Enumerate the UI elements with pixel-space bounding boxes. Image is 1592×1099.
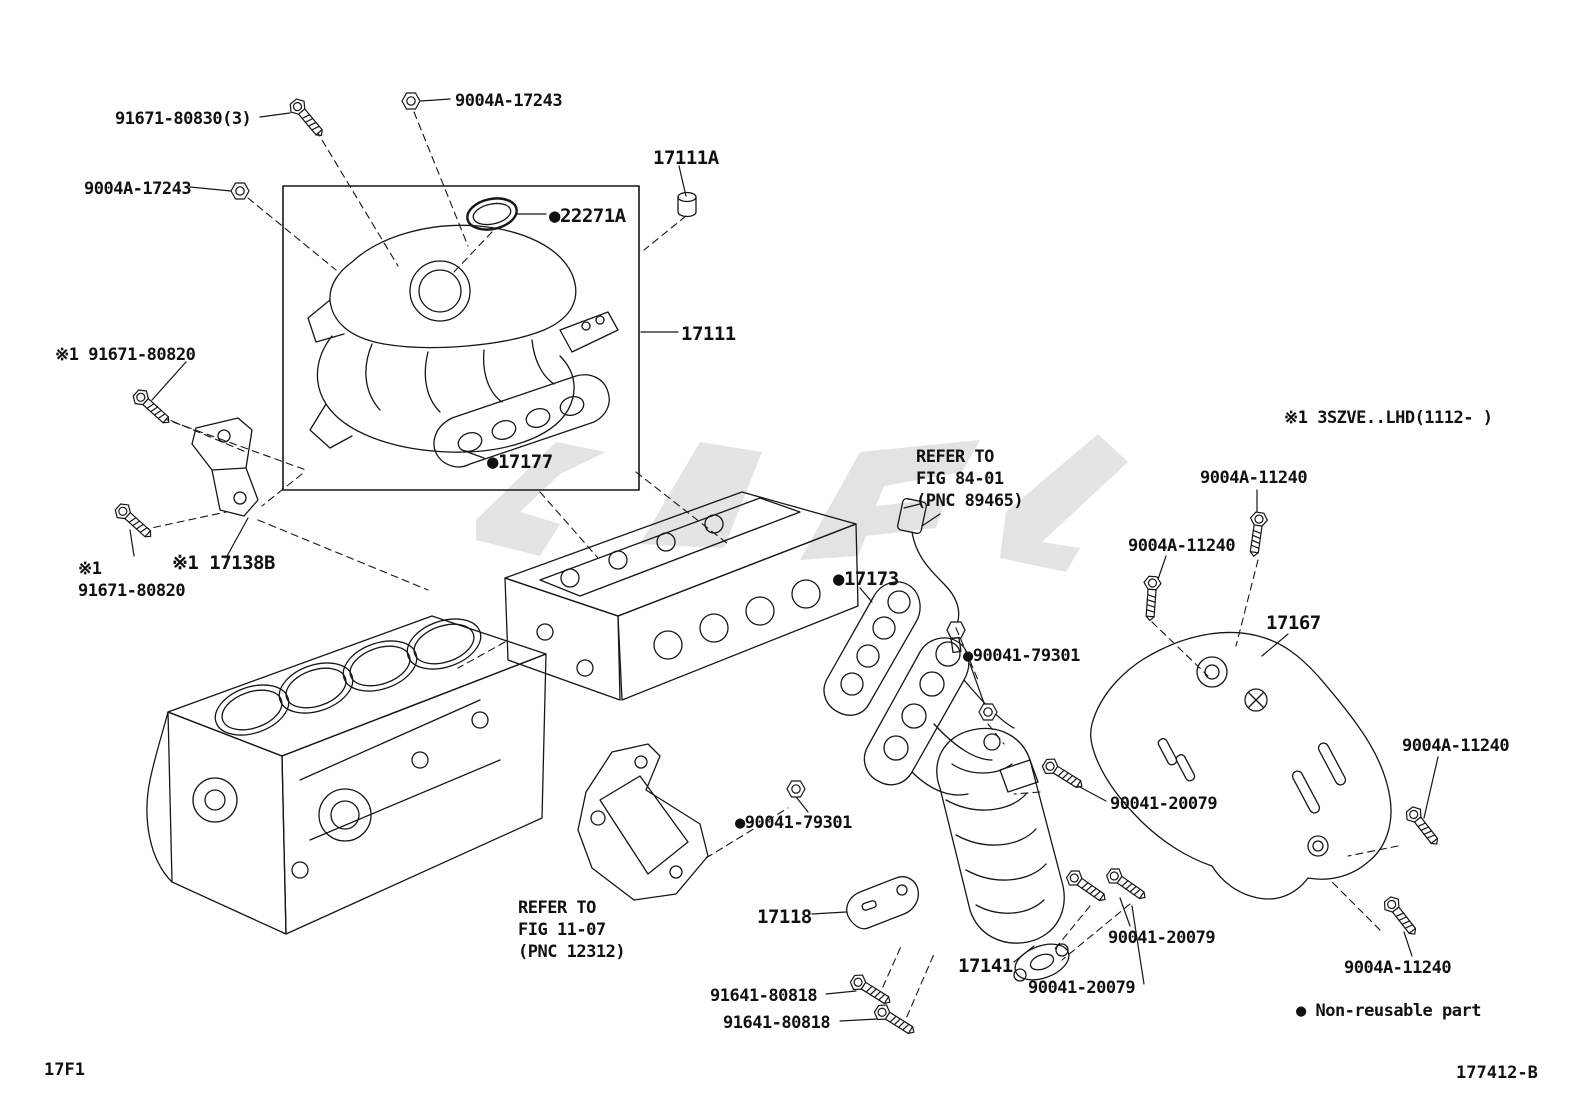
catalytic-converter-drawing (936, 727, 1070, 982)
diagram-number: 177412-B (1456, 1063, 1538, 1083)
gasket-17173-drawing (823, 581, 921, 716)
engine-block-drawing (146, 615, 547, 935)
part-label-9004A-11240-1: 9004A-11240 (1200, 468, 1308, 488)
note-variant-3szve: ※1 3SZVE..LHD(1112- ) (1284, 408, 1493, 428)
oxygen-sensor-drawing (897, 497, 966, 654)
part-label-17138B: ※1 17138B (172, 552, 275, 574)
heat-shield-drawing (1090, 631, 1392, 900)
part-label-9004A-11240-2: 9004A-11240 (1128, 536, 1236, 556)
nut-icon (786, 780, 806, 798)
bolt-icon (286, 95, 329, 142)
exhaust-manifold-drawing (863, 637, 1039, 796)
nut-icon (230, 182, 250, 200)
part-label-91671-80830: 91671-80830(3) (115, 109, 252, 129)
part-label-90041-20079-3: 90041-20079 (1028, 978, 1136, 998)
bracket-17118-drawing (846, 876, 920, 930)
part-label-17141: 17141 (958, 955, 1013, 977)
plug-17111A-drawing (677, 191, 697, 218)
nut-icon (401, 92, 421, 110)
drawing-code: 17F1 (44, 1060, 85, 1080)
part-label-9004A-11240-4: 9004A-11240 (1344, 958, 1452, 978)
leader-lines (129, 98, 1439, 1022)
part-label-91671-80820-lower: ※1 91671-80820 (78, 559, 186, 602)
intake-manifold-drawing (307, 224, 619, 453)
part-label-17173: ●17173 (833, 568, 899, 590)
part-label-17177: ●17177 (487, 451, 553, 473)
part-label-91641-80818-1: 91641-80818 (710, 986, 818, 1006)
bolt-icon (1244, 510, 1269, 559)
nut-icon (978, 703, 998, 721)
note-refer-fig-11-07: REFER TO FIG 11-07 (PNC 12312) (518, 898, 626, 963)
legend-non-reusable: ● Non-reusable part (1296, 1001, 1481, 1021)
assembly-dashed-lines (141, 111, 1399, 1029)
bracket-17138B-drawing (191, 417, 259, 517)
part-label-90041-79301-lower: ●90041-79301 (735, 813, 852, 833)
part-label-9004A-11240-3: 9004A-11240 (1402, 736, 1510, 756)
intake-manifold-box (282, 185, 640, 491)
part-label-91671-80820-upper: ※1 91671-80820 (55, 345, 196, 365)
part-label-90041-20079-1: 90041-20079 (1110, 794, 1218, 814)
bolt-icon (1039, 754, 1088, 795)
part-label-17118: 17118 (757, 906, 812, 928)
o-ring-22271A-drawing (466, 197, 518, 231)
part-label-9004A-17243-left: 9004A-17243 (84, 179, 192, 199)
part-label-9004A-17243-top: 9004A-17243 (455, 91, 563, 111)
bolt-icon (1063, 866, 1111, 908)
part-label-90041-79301-upper: ●90041-79301 (963, 646, 1080, 666)
part-label-17111: 17111 (681, 323, 736, 345)
part-label-17167: 17167 (1266, 612, 1321, 634)
bolt-icon (1103, 864, 1151, 906)
part-label-90041-20079-2: 90041-20079 (1108, 928, 1216, 948)
part-label-22271A: ●22271A (549, 205, 626, 227)
bolt-icon (111, 499, 158, 544)
watermark (476, 434, 1128, 572)
bracket-fig-11-07-drawing (577, 743, 709, 901)
bolt-icon (1402, 803, 1445, 850)
bolt-icon (1380, 893, 1423, 940)
part-label-91641-80818-2: 91641-80818 (723, 1013, 831, 1033)
bolt-icon (1140, 575, 1163, 622)
part-label-17111A: 17111A (653, 147, 719, 169)
bolt-icon (871, 1000, 920, 1041)
cylinder-head-drawing (504, 491, 859, 701)
gasket-17177-drawing (433, 374, 610, 468)
bolt-icon (129, 385, 176, 430)
note-refer-fig-84-01: REFER TO FIG 84-01 (PNC 89465) (916, 447, 1024, 512)
